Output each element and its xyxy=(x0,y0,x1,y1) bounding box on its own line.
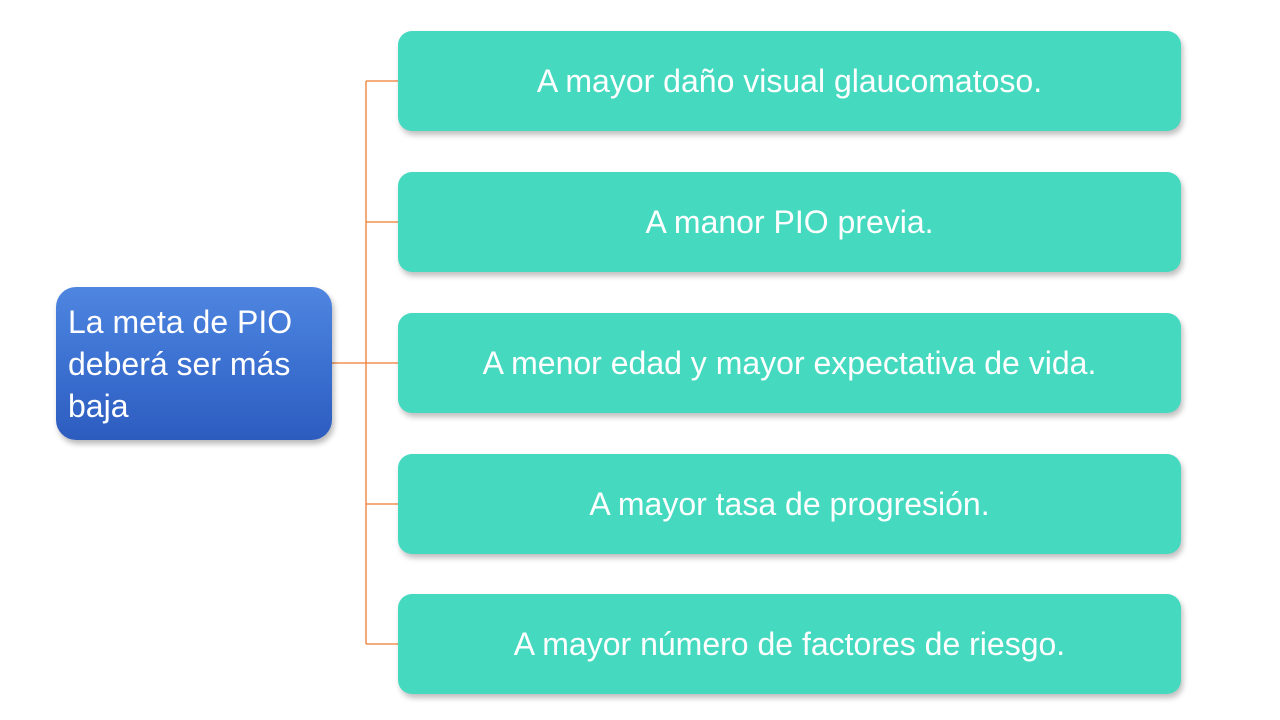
child-node-label: A mayor daño visual glaucomatoso. xyxy=(536,62,1043,99)
child-node-label: A manor PIO previa. xyxy=(645,203,934,240)
child-node-3: A menor edad y mayor expectativa de vida… xyxy=(398,313,1181,413)
child-node-label: A mayor número de factores de riesgo. xyxy=(513,625,1066,662)
child-node-label: A menor edad y mayor expectativa de vida… xyxy=(482,344,1097,381)
root-node: La meta de PIO deberá ser más baja xyxy=(56,287,332,440)
child-node-4: A mayor tasa de progresión. xyxy=(398,454,1181,554)
child-node-5: A mayor número de factores de riesgo. xyxy=(398,594,1181,694)
child-node-1: A mayor daño visual glaucomatoso. xyxy=(398,31,1181,131)
child-node-2: A manor PIO previa. xyxy=(398,172,1181,272)
child-node-label: A mayor tasa de progresión. xyxy=(589,485,990,522)
root-node-label: La meta de PIO deberá ser más baja xyxy=(68,303,293,424)
